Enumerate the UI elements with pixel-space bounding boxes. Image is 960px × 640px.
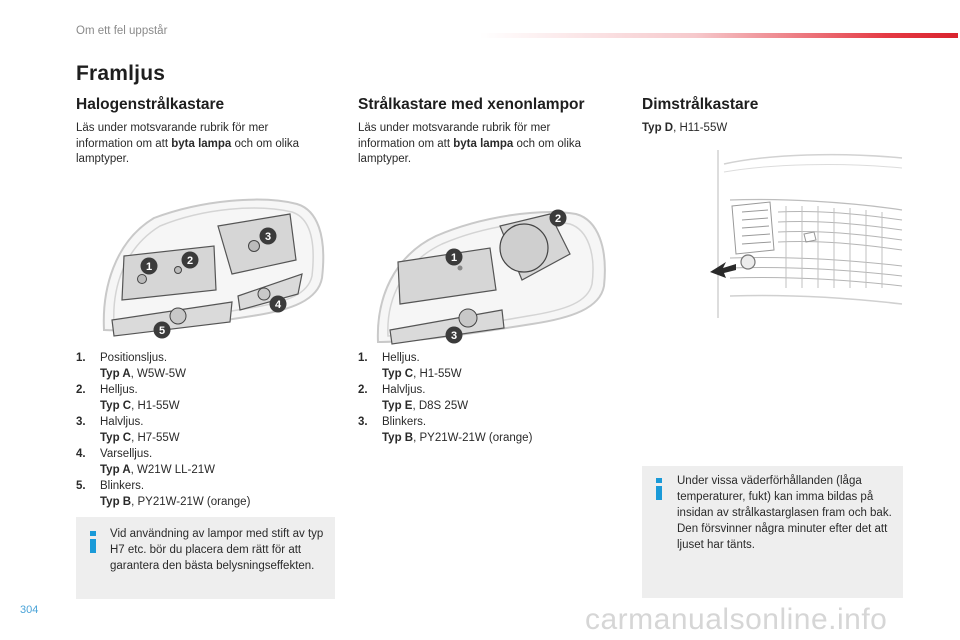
watermark: carmanualsonline.info [585,603,888,636]
item-spec: , PY21W-21W (orange) [413,432,533,444]
fog-type-spec: , H11-55W [673,122,728,134]
svg-text:2: 2 [555,213,561,225]
halogen-heading: Halogenstrålkastare [76,96,225,113]
item-spec: , D8S 25W [412,400,469,412]
info-icon [90,531,96,553]
item-spec: , H1-55W [131,400,180,412]
xenon-intro-text: Läs under motsvarande rubrik för mer inf… [358,122,551,150]
xenon-headlamp-illustration: 1 2 3 [376,209,606,345]
page-title: Framljus [76,62,166,85]
halogen-bulb-list: 1.Positionsljus. Typ A, W5W-5W 2.Helljus… [76,350,326,510]
info-icon [656,478,662,500]
marker-3: 3 [259,227,277,245]
svg-text:5: 5 [159,325,165,337]
svg-text:3: 3 [451,330,457,342]
item-number: 3. [358,416,368,428]
list-item: 5. Blinkers. Typ B, PY21W-21W (orange) [76,478,326,510]
item-name: Halvljus. [382,384,426,396]
item-number: 3. [76,416,86,428]
marker-1: 1 [445,248,463,266]
item-name: Varselljus. [100,448,153,460]
marker-3: 3 [445,326,463,344]
item-number: 2. [358,384,368,396]
halogen-headlamp-illustration: 1 2 3 4 5 [102,198,325,339]
fog-info-text: Under vissa väderförhållanden (låga temp… [677,475,892,551]
xenon-bulb-list: 1. Helljus. Typ C, H1-55W 2. Halvljus. Typ… [358,350,608,446]
item-spec: , H1-55W [413,368,462,380]
item-type: Typ A [100,368,131,380]
xenon-intro-text-end: och om olika lamptyper. [358,137,582,166]
item-name: Halvljus. [100,416,144,428]
svg-text:1: 1 [146,261,152,273]
fog-type: Typ D, H11-55W [642,121,892,137]
fog-type-label: Typ D [642,122,674,134]
list-item: 1. Helljus. Typ C, H1-55W [358,350,608,382]
item-number: 5. [76,480,86,492]
svg-text:4: 4 [275,299,282,311]
item-spec: , W5W-5W [130,368,187,380]
marker-1: 1 [140,257,158,275]
section-label: Om ett fel uppstår [76,25,168,37]
page-number: 304 [20,604,39,616]
xenon-intro: Läs under motsvarande rubrik för mer inf… [358,121,608,168]
list-item: 4. Varselljus. Typ A, W21W LL-21W [76,446,326,478]
marker-2: 2 [181,251,199,269]
svg-text:1: 1 [451,252,457,264]
xenon-intro-link-text: byta lampa [453,137,514,150]
item-spec: , PY21W-21W (orange) [131,496,251,508]
svg-text:2: 2 [187,255,193,267]
item-number: 4. [76,448,86,460]
item-spec: , W21W LL-21W [130,464,216,476]
item-type: Typ C [382,368,414,380]
item-number: 1. [358,352,368,364]
xenon-heading: Strålkastare med xenonlampor [358,96,585,113]
item-name: Blinkers. [100,480,145,492]
pointer-arrow-icon [710,262,736,278]
item-type: Typ B [382,432,414,444]
list-item: 3. Halvljus. Typ C, H7-55W [76,414,326,446]
item-type: Typ E [382,400,413,412]
item-name: Positionsljus. [100,352,168,364]
halogen-intro-text-end: och om olika lamptyper. [76,137,300,166]
marker-5: 5 [153,321,171,339]
list-item: 2. Helljus. Typ C, H1-55W [76,382,326,414]
svg-text:3: 3 [265,231,271,243]
list-item: 3. Blinkers. Typ B, PY21W-21W (orange) [358,414,608,446]
list-item: 2. Halvljus. Typ E, D8S 25W [358,382,608,414]
halogen-intro-text: Läs under motsvarande rubrik för mer inf… [76,122,269,150]
item-number: 1. [76,352,86,364]
list-item: 1. Positionsljus. Typ A, W5W-5W [76,350,326,382]
item-type: Typ A [100,464,131,476]
fog-lamp-illustration [710,150,903,318]
halogen-info-text: Vid användning av lampor med stift av ty… [110,528,324,572]
marker-4: 4 [269,295,287,313]
halogen-intro-link-text: byta lampa [171,137,232,150]
item-spec: , H7-55W [131,432,180,444]
fog-heading: Dimstrålkastare [642,96,759,113]
fog-info-box: Under vissa väderförhållanden (låga temp… [642,466,903,598]
item-type: Typ C [100,400,132,412]
header-accent-bar [480,33,958,38]
item-name: Blinkers. [382,416,427,428]
marker-2: 2 [549,209,567,227]
item-name: Helljus. [100,384,138,396]
item-number: 2. [76,384,86,396]
halogen-info-box: Vid användning av lampor med stift av ty… [76,517,335,599]
item-type: Typ C [100,432,132,444]
halogen-intro: Läs under motsvarande rubrik för mer inf… [76,121,326,168]
item-type: Typ B [100,496,132,508]
item-name: Helljus. [382,352,420,364]
